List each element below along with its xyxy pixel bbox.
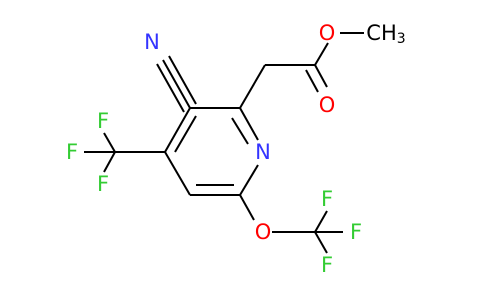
ring-bond-c5-c4	[164, 151, 191, 196]
carbonyl-double-2	[305, 69, 319, 93]
atom-f-ocf3-right: F	[350, 220, 362, 244]
nitrile-bond-1	[162, 59, 191, 109]
nitrile-bond-2	[156, 63, 185, 113]
atom-ch3: CH3	[366, 21, 405, 47]
atom-n-nitrile: N	[144, 30, 160, 54]
ch3-subscript: 3	[397, 31, 406, 47]
ring-bond-c4-c3-inner	[174, 115, 197, 153]
ester-o-bond	[314, 42, 329, 66]
ocf3-f-top-bond	[314, 210, 328, 233]
cf3-f-bottom-bond	[103, 151, 116, 173]
ocf3-f-bottom-bond	[314, 231, 328, 254]
atom-o-carbonyl: O	[319, 93, 336, 117]
ring-bond-c2-n-inner	[231, 117, 249, 145]
atom-f-ocf3-top: F	[321, 187, 333, 211]
cf3-f-top-bond	[103, 132, 116, 153]
atom-f-cf3-left: F	[66, 140, 78, 164]
ch3-main: CH	[366, 21, 396, 45]
atom-labels: N N O O CH3 O F F F F F F	[66, 21, 406, 277]
ch2-bond	[239, 64, 266, 109]
atom-f-cf3-top: F	[97, 109, 109, 133]
ring-bond-n-c6	[239, 164, 259, 196]
ring-bond-c4-c3	[164, 107, 191, 153]
ocf3-c6-o-bond	[239, 194, 255, 221]
nitrile-bond-3	[168, 55, 197, 105]
atom-o-ether: O	[255, 220, 272, 244]
atom-f-cf3-bottom: F	[97, 172, 109, 196]
ring-bond-c2-n	[239, 107, 259, 141]
atom-n-ring: N	[255, 140, 271, 164]
atom-f-ocf3-bottom: F	[321, 253, 333, 277]
atom-o-ester: O	[319, 21, 336, 45]
bonds	[84, 32, 364, 254]
carbonyl-double-1	[314, 64, 328, 88]
